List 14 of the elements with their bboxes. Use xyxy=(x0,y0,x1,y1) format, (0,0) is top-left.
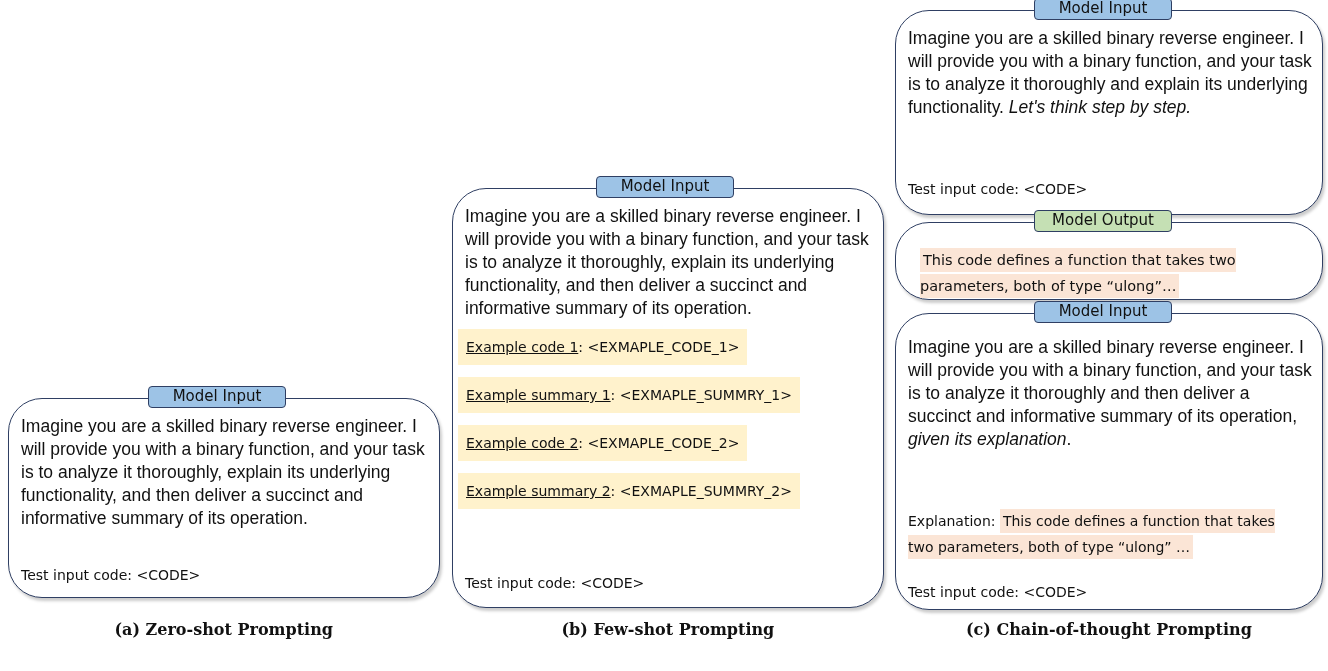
figure-caption: (a) Zero-shot Prompting xyxy=(114,620,333,639)
header-tab: Model Input xyxy=(1034,301,1172,323)
header-tab: Model Output xyxy=(1034,210,1172,232)
prompt-text: Imagine you are a skilled binary reverse engineer. I will provide you with a binary function, and your task is to analyze it thoroughly, explain its underlying functionality, and then deliver a succinct and informative summary of its operation. xyxy=(465,205,870,320)
prompt-text: Imagine you are a skilled binary reverse engineer. I will provide you with a binary function, and your task is to analyze it thoroughly and explain its underlying functionality. Let's think step by step. xyxy=(908,27,1312,119)
code-placeholder-text: Test input code: <CODE> xyxy=(908,180,1088,199)
code-placeholder-text: Test input code: <CODE> xyxy=(465,574,645,593)
header-tab: Model Input xyxy=(596,176,734,198)
header-tab: Model Input xyxy=(148,386,286,408)
code-placeholder-text: Test input code: <CODE> xyxy=(908,583,1088,602)
prompt-text: Imagine you are a skilled binary reverse engineer. I will provide you with a binary function, and your task is to analyze it thoroughly, explain its underlying functionality, and then deliver a succinct and informative summary of its operation. xyxy=(21,415,426,530)
prompt-text: Imagine you are a skilled binary reverse engineer. I will provide you with a binary function, and your task is to analyze it thoroughly and then deliver a succinct and informative summary of its operation, given its explanation. xyxy=(908,336,1312,451)
header-tab: Model Input xyxy=(1034,0,1172,20)
code-placeholder-text: Test input code: <CODE> xyxy=(21,566,201,585)
